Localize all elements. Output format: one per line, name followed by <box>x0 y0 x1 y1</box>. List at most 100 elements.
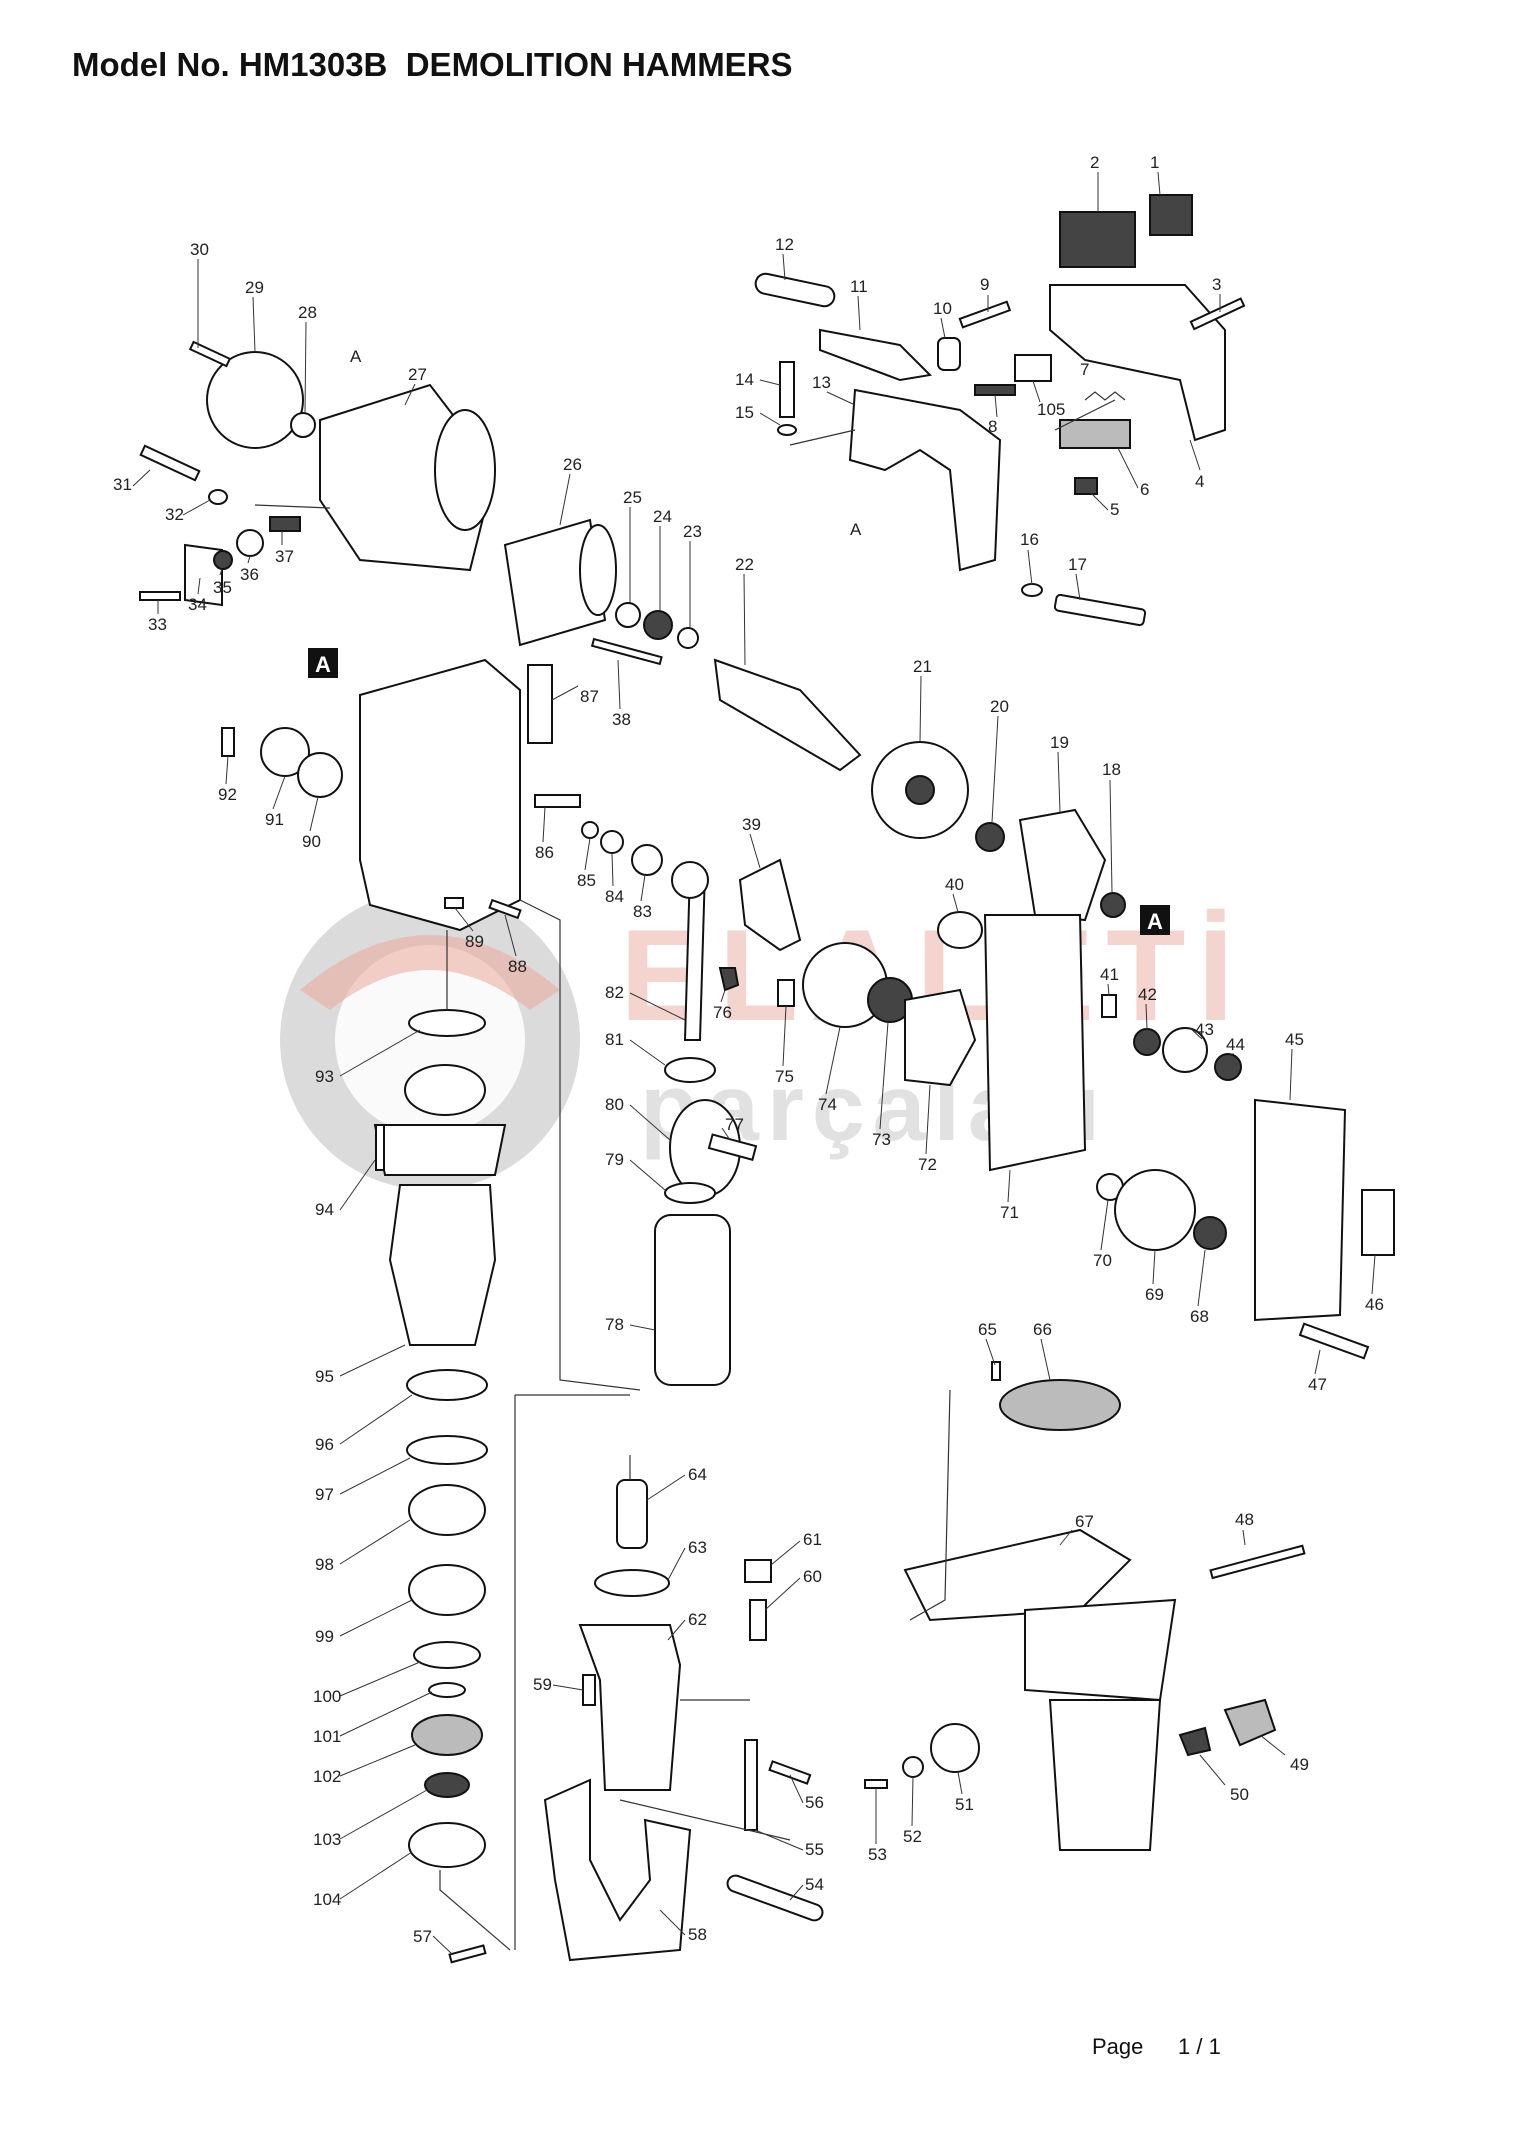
part-label-50: 50 <box>1230 1785 1249 1804</box>
part-105-brush-holder <box>1014 354 1052 382</box>
part-label-24: 24 <box>653 507 672 526</box>
part-label-23: 23 <box>683 522 702 541</box>
part-label-76: 76 <box>713 1003 732 1022</box>
part-18-bearing <box>1100 892 1126 918</box>
part-90-o-ring <box>297 752 343 798</box>
part-16-washer <box>1021 583 1043 597</box>
side-handle-assembly <box>864 1361 1306 1851</box>
part-33-screw <box>139 591 181 601</box>
part-label-93: 93 <box>315 1067 334 1086</box>
page-number: 1 / 1 <box>1178 2034 1221 2059</box>
part-48-bolt <box>1209 1544 1306 1580</box>
part-label-30: 30 <box>190 240 209 259</box>
part-34-brush-holder-cap <box>184 543 223 607</box>
part-label-20: 20 <box>990 697 1009 716</box>
part-2-switch <box>1059 211 1136 268</box>
part-label-29: 29 <box>245 278 264 297</box>
part-label-34: 34 <box>188 595 207 614</box>
part-93-o-ring <box>408 1009 486 1037</box>
part-25-washer <box>615 602 641 628</box>
part-label-90: 90 <box>302 832 321 851</box>
part-76-key <box>718 967 740 992</box>
part-label-25: 25 <box>623 488 642 507</box>
part-label-27: 27 <box>408 365 427 384</box>
part-60-spring <box>749 1599 767 1641</box>
part-label-79: 79 <box>605 1150 624 1169</box>
part-29-fan-cover <box>206 351 304 449</box>
part-label-28: 28 <box>298 303 317 322</box>
part-label-53: 53 <box>868 1845 887 1864</box>
part-gear-housing <box>359 658 521 932</box>
part-label-67: 67 <box>1075 1512 1094 1531</box>
part-label-37: 37 <box>275 547 294 566</box>
part-39-crank-shaft <box>738 858 802 952</box>
part-68-bearing <box>1193 1216 1227 1250</box>
part-13-handle <box>848 388 1002 572</box>
part-label-72: 72 <box>918 1155 937 1174</box>
part-label-60: 60 <box>803 1567 822 1586</box>
part-45-gear-housing-cover <box>1254 1098 1347 1322</box>
part-75-screw <box>777 979 795 1007</box>
barrel-body-right <box>1048 1699 1162 1851</box>
part-label-56: 56 <box>805 1793 824 1812</box>
part-102-retainer <box>411 1714 483 1756</box>
part-label-49: 49 <box>1290 1755 1309 1774</box>
part-22-armature <box>713 658 862 772</box>
part-69-crank-gear <box>1114 1169 1196 1251</box>
part-97-ring <box>406 1435 488 1465</box>
watermark-arc-icon <box>300 935 560 1010</box>
part-label-13: 13 <box>812 373 831 392</box>
part-label-26: 26 <box>563 455 582 474</box>
connecting-rod-big-end <box>671 861 709 899</box>
part-label-12: 12 <box>775 235 794 254</box>
barrel-assembly <box>373 1009 507 1868</box>
part-label-64: 64 <box>688 1465 707 1484</box>
part-label-59: 59 <box>533 1675 552 1694</box>
part-label-33: 33 <box>148 615 167 634</box>
part-19-baffle-plate <box>1018 808 1107 922</box>
page-label: Page <box>1092 2034 1144 2059</box>
part-36-brush-holder <box>236 529 264 557</box>
marker-a-small-top: A <box>350 347 362 366</box>
part-label-46: 46 <box>1365 1295 1384 1314</box>
part-label-57: 57 <box>413 1927 432 1946</box>
part-12-cord <box>754 272 836 308</box>
handle-mount <box>1024 1598 1177 1702</box>
part-8-plate <box>974 384 1016 396</box>
part-label-92: 92 <box>218 785 237 804</box>
part-label-3: 3 <box>1212 275 1221 294</box>
part-104-ring <box>408 1822 486 1868</box>
part-67-handle-arm <box>903 1528 1132 1622</box>
part-11-cord-guard <box>819 328 933 382</box>
part-54-shaft <box>726 1874 824 1922</box>
part-label-105: 105 <box>1037 400 1065 419</box>
part-78-cylinder <box>654 1214 731 1386</box>
part-label-87: 87 <box>580 687 599 706</box>
part-label-11: 11 <box>850 277 868 296</box>
part-86-bolt <box>534 794 581 808</box>
part-label-69: 69 <box>1145 1285 1164 1304</box>
part-label-7: 7 <box>1080 360 1089 379</box>
part-10-clamp <box>937 337 961 371</box>
part-label-80: 80 <box>605 1095 624 1114</box>
part-label-102: 102 <box>313 1767 341 1786</box>
part-label-1: 1 <box>1150 153 1159 172</box>
part-101-ring <box>428 1682 466 1698</box>
part-label-52: 52 <box>903 1827 922 1846</box>
part-79-o-ring <box>664 1182 716 1204</box>
part-41-pin <box>1101 994 1117 1018</box>
part-label-47: 47 <box>1308 1375 1327 1394</box>
part-label-91: 91 <box>265 810 284 829</box>
part-label-101: 101 <box>313 1727 341 1746</box>
part-15-washer <box>777 424 797 436</box>
part-label-45: 45 <box>1285 1030 1304 1049</box>
part-20-bearing <box>975 822 1005 852</box>
part-label-48: 48 <box>1235 1510 1254 1529</box>
part-label-9: 9 <box>980 275 989 294</box>
part-label-68: 68 <box>1190 1307 1209 1326</box>
part-label-55: 55 <box>805 1840 824 1859</box>
part-label-103: 103 <box>313 1830 341 1849</box>
part-label-89: 89 <box>465 932 484 951</box>
part-23-ring <box>677 627 699 649</box>
part-label-98: 98 <box>315 1555 334 1574</box>
